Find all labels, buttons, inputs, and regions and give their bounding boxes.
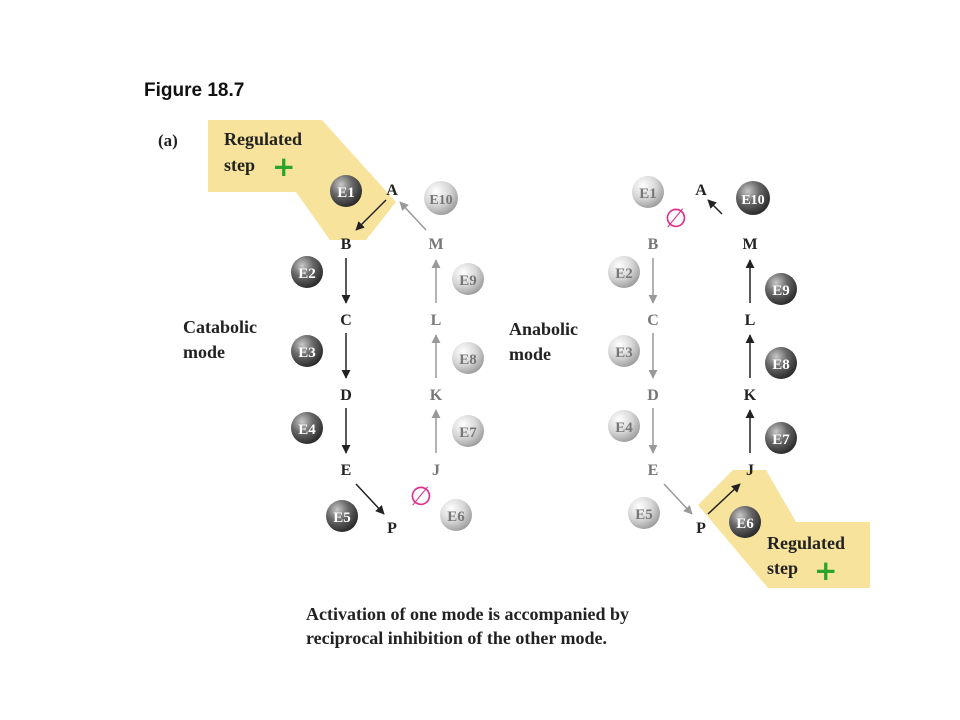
figure-title: Figure 18.7 (144, 80, 245, 101)
metabolite-j-left: J (432, 462, 440, 479)
metabolite-l-right: L (745, 312, 756, 329)
regulated-step-highlight-anabolic (698, 470, 870, 588)
enzyme-e7-left: E7 (452, 415, 484, 447)
anabolic-pathway: A M L K J P B C D E ∅ E1 (608, 176, 797, 538)
catabolic-mode-sublabel: mode (183, 342, 225, 362)
catabolic-pathway: A B C D E P M L K J ∅ E1 (291, 175, 484, 537)
svg-text:E10: E10 (429, 193, 452, 208)
enzyme-e5-right: E5 (628, 497, 660, 529)
enzyme-e4-left: E4 (291, 412, 323, 444)
enzyme-e5-left: E5 (326, 500, 358, 532)
metabolite-k-left: K (430, 387, 443, 404)
metabolite-c-right: C (647, 312, 659, 329)
step-label-anabolic: step (767, 558, 798, 578)
arrow-e-to-p (355, 483, 385, 515)
enzyme-e1-left: E1 (330, 175, 362, 207)
svg-text:E4: E4 (615, 420, 633, 436)
svg-text:E5: E5 (333, 510, 351, 526)
enzyme-e6-right: E6 (729, 506, 761, 538)
svg-text:E4: E4 (298, 422, 316, 438)
metabolite-b-right: B (648, 236, 659, 253)
svg-text:E2: E2 (298, 266, 316, 282)
enzyme-e10-right: E10 (736, 181, 770, 215)
svg-text:E6: E6 (447, 509, 465, 525)
metabolite-e-left: E (341, 462, 352, 479)
arrow-a-to-b (355, 199, 387, 231)
anabolic-mode-label: Anabolic (509, 319, 578, 339)
enzyme-e7-right: E7 (765, 422, 797, 454)
arrow-p-to-j (707, 483, 741, 515)
metabolite-p-left: P (387, 520, 397, 537)
metabolite-c-left: C (340, 312, 352, 329)
svg-text:E2: E2 (615, 266, 633, 282)
metabolite-b-left: B (341, 236, 352, 253)
metabolite-m-right: M (742, 236, 757, 253)
svg-text:E10: E10 (741, 193, 764, 208)
enzyme-e3-left: E3 (291, 335, 323, 367)
inhibit-icon-catabolic: ∅ (410, 482, 433, 512)
regulated-label-catabolic: Regulated (224, 129, 302, 149)
metabolite-e-right: E (648, 462, 659, 479)
caption-line-1: Activation of one mode is accompanied by (306, 604, 629, 624)
svg-text:E8: E8 (459, 352, 477, 368)
metabolite-a-right: A (695, 182, 707, 199)
metabolite-a-left: A (386, 182, 398, 199)
caption-line-2: reciprocal inhibition of the other mode. (306, 628, 607, 648)
svg-text:E8: E8 (772, 357, 790, 373)
svg-text:E7: E7 (772, 432, 790, 448)
svg-text:E7: E7 (459, 425, 477, 441)
svg-text:E3: E3 (615, 345, 633, 361)
catabolic-mode-label: Catabolic (183, 317, 257, 337)
svg-text:E9: E9 (459, 273, 477, 289)
metabolite-l-left: L (431, 312, 442, 329)
plus-icon-catabolic: + (272, 150, 295, 183)
arrow-m-to-a-left (399, 201, 427, 231)
svg-text:E5: E5 (635, 507, 653, 523)
enzyme-e9-left: E9 (452, 263, 484, 295)
arrow-m-to-a (707, 199, 723, 215)
anabolic-mode-sublabel: mode (509, 344, 551, 364)
metabolite-p-right: P (696, 520, 706, 537)
svg-text:E6: E6 (736, 516, 754, 532)
metabolite-j-right: J (746, 462, 754, 479)
svg-text:E3: E3 (298, 345, 316, 361)
enzyme-e4-right: E4 (608, 410, 640, 442)
enzyme-e2-left: E2 (291, 256, 323, 288)
panel-label: (a) (158, 131, 178, 150)
enzyme-e10-left: E10 (424, 181, 458, 215)
step-label-catabolic: step (224, 155, 255, 175)
inhibit-icon-anabolic: ∅ (665, 204, 688, 234)
svg-text:E1: E1 (639, 186, 657, 202)
arrow-e-to-p-right (663, 483, 693, 515)
enzyme-e9-right: E9 (765, 273, 797, 305)
svg-text:E9: E9 (772, 283, 790, 299)
regulated-label-anabolic: Regulated (767, 533, 845, 553)
metabolite-d-left: D (340, 387, 352, 404)
metabolite-d-right: D (647, 387, 659, 404)
metabolite-k-right: K (744, 387, 757, 404)
enzyme-e3-right: E3 (608, 335, 640, 367)
metabolite-m-left: M (428, 236, 443, 253)
enzyme-e8-left: E8 (452, 342, 484, 374)
enzyme-e8-right: E8 (765, 347, 797, 379)
enzyme-e1-right: E1 (632, 176, 664, 208)
enzyme-e6-left: E6 (440, 499, 472, 531)
svg-text:E1: E1 (337, 185, 355, 201)
plus-icon-anabolic: + (814, 554, 837, 587)
regulated-step-highlight-catabolic (208, 120, 396, 240)
enzyme-e2-right: E2 (608, 256, 640, 288)
